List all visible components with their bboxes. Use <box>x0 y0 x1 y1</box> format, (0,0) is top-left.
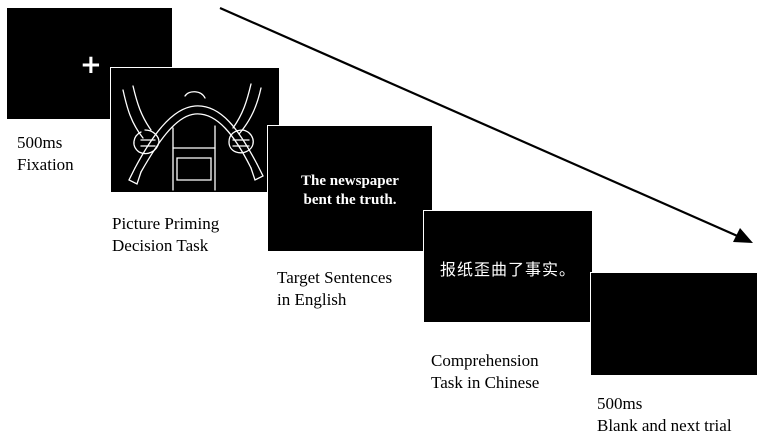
comprehension-label: Comprehension Task in Chinese <box>431 351 540 392</box>
target-screen: The newspaper bent the truth. <box>267 125 433 252</box>
blank-label: 500ms Blank and next trial <box>597 394 732 435</box>
blank-screen <box>590 272 758 376</box>
priming-screen <box>110 67 280 193</box>
comprehension-screen: 报纸歪曲了事实。 <box>423 210 593 323</box>
target-label: Target Sentences in English <box>277 268 393 309</box>
priming-label: Picture Priming Decision Task <box>112 214 220 255</box>
comprehension-sentence: 报纸歪曲了事实。 <box>439 260 576 279</box>
target-sentence: The newspaper bent the truth. <box>301 173 399 208</box>
fixation-cross: + <box>80 50 102 80</box>
hands-bending-stick-icon <box>122 83 264 191</box>
fixation-label: 500ms Fixation <box>17 133 74 174</box>
